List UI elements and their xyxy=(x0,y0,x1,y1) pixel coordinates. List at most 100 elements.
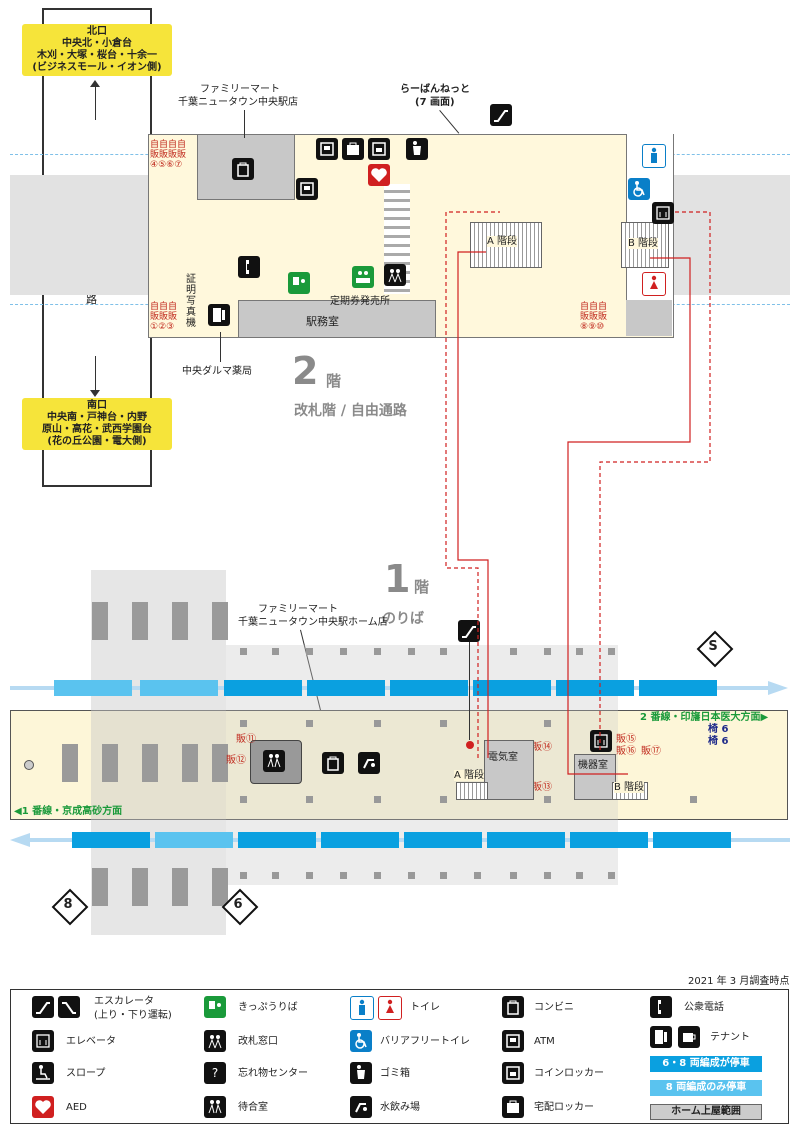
stairs-a-1f-label: A 階段 xyxy=(454,770,485,781)
lost-found-icon: ? xyxy=(204,1062,226,1084)
legend-escalator: エスカレータ xyxy=(94,996,154,1007)
vending-label: 販販販 xyxy=(150,312,178,322)
gate-office-icon xyxy=(384,264,406,286)
roof-column xyxy=(374,872,381,879)
vending-15: 販⑮ xyxy=(616,734,636,745)
legend-stop68: 6・8 両編成が停車 xyxy=(650,1056,762,1072)
roof-column xyxy=(306,648,313,655)
vending-nums: ①②③ xyxy=(150,322,175,332)
stop-6-8-car xyxy=(72,832,150,848)
pillar xyxy=(182,744,198,782)
survey-date: 2021 年 3 月調査時点 xyxy=(688,976,790,987)
track-2-label: 2 番線・印旛日本医大方面▶ xyxy=(640,712,769,723)
south-arrow xyxy=(95,356,96,392)
legend-elevator: エレベータ xyxy=(66,1036,116,1047)
pharmacy-leader xyxy=(220,332,221,362)
roof-column xyxy=(474,872,481,879)
roof-column xyxy=(374,720,381,727)
atm-icon xyxy=(316,138,338,160)
floor1-unit: 階 xyxy=(414,578,430,596)
pillar xyxy=(102,744,118,782)
station-office-room xyxy=(238,300,436,338)
floor2-unit: 階 xyxy=(326,372,342,390)
stop-6-8-car xyxy=(570,832,648,848)
stop-6-8-car xyxy=(307,680,385,696)
car-marker-6-label: 6 xyxy=(233,897,243,912)
coin-locker-icon xyxy=(502,1062,524,1084)
south-exit-line: 原山・高花・武西学園台 xyxy=(42,424,152,435)
gate-office-icon xyxy=(204,1030,226,1052)
convenience-store-icon xyxy=(322,752,344,774)
vending-2f-left-top: 自自自自 販販販販 ④⑤⑥⑦ xyxy=(150,140,186,170)
coin-locker-icon xyxy=(368,138,390,160)
pillar xyxy=(172,868,188,906)
elevator-icon xyxy=(590,730,612,752)
legend-aed: AED xyxy=(66,1102,87,1113)
family-mart-2f-branch: 千葉ニュータウン中央駅店 xyxy=(178,97,298,108)
station-office-label: 駅務室 xyxy=(306,315,339,328)
north-arrow xyxy=(95,84,96,120)
vending-2f-left-bottom: 自自自 販販販 ①②③ xyxy=(150,302,177,332)
pillar xyxy=(132,602,148,640)
aed-icon xyxy=(368,164,390,186)
roof-column xyxy=(272,648,279,655)
pharmacy-label: 中央ダルマ薬局 xyxy=(182,366,252,377)
roof-column xyxy=(340,872,347,879)
roof-column xyxy=(408,872,415,879)
pillar xyxy=(62,744,78,782)
vending-2f-right: 自自自 販販販 ⑧⑨⑩ xyxy=(580,302,607,332)
toilet-male-icon xyxy=(350,996,374,1020)
bench-count: 椅 6 xyxy=(708,724,729,735)
vending-14: 販⑭ xyxy=(532,742,552,753)
legend-gate: 改札窓口 xyxy=(238,1036,278,1047)
vending-13: 販⑬ xyxy=(532,782,552,793)
stop-6-8-car xyxy=(473,680,551,696)
toilet-female-icon xyxy=(642,272,666,296)
legend-trash: ゴミ箱 xyxy=(380,1068,410,1079)
roof-column xyxy=(306,720,313,727)
ticket-machine-icon xyxy=(288,272,310,294)
legend-box xyxy=(10,989,789,1124)
stairs-b-1f-label: B 階段 xyxy=(614,782,645,793)
roof-column xyxy=(306,796,313,803)
legend-bf-toilet: バリアフリートイレ xyxy=(380,1036,470,1047)
stop-6-8-car xyxy=(556,680,634,696)
elevator-icon xyxy=(652,202,674,224)
roof-column xyxy=(440,720,447,727)
convenience-store-icon xyxy=(232,158,254,180)
convenience-store-icon xyxy=(502,996,524,1018)
north-exit-line: 中央北・小倉台 xyxy=(62,38,132,49)
legend-waiting: 待合室 xyxy=(238,1102,268,1113)
roof-column xyxy=(510,648,517,655)
stop-8-car xyxy=(54,680,132,696)
ramen-net-screens: (7 画面) xyxy=(415,97,455,108)
roof-column xyxy=(374,796,381,803)
public-phone-icon xyxy=(238,256,260,278)
legend-stop8: 8 両編成のみ停車 xyxy=(650,1080,762,1096)
north-exit-line: 木刈・大塚・桜台・十余一 xyxy=(37,50,157,61)
pillar xyxy=(212,744,228,782)
stop-6-8-car xyxy=(224,680,302,696)
family-mart-1f-name: ファミリーマート xyxy=(258,604,338,615)
floor2-number: 2 xyxy=(292,349,319,393)
pillar xyxy=(172,602,188,640)
barrier-free-toilet-icon xyxy=(350,1030,372,1052)
roof-column xyxy=(240,720,247,727)
stop-6-8-car xyxy=(238,832,316,848)
trash-icon xyxy=(350,1062,372,1084)
family-mart-2f-name: ファミリーマート xyxy=(200,84,280,95)
delivery-locker-icon xyxy=(502,1096,524,1118)
south-exit-info: 南口 中央南・戸神台・内野 原山・高花・武西学園台 (花の丘公園・電大側) xyxy=(22,398,172,450)
vending-label: 販販販 xyxy=(580,312,608,322)
legend-toilet: トイレ xyxy=(410,1002,440,1013)
escalator-icon xyxy=(458,620,480,642)
pillar xyxy=(92,868,108,906)
platform-end-marker xyxy=(24,760,34,770)
legend-slope: スロープ xyxy=(66,1068,106,1079)
atm-icon xyxy=(502,1030,524,1052)
delivery-locker-icon xyxy=(342,138,364,160)
legend-water: 水飲み場 xyxy=(380,1102,420,1113)
pillar xyxy=(92,602,108,640)
vending-nums: ④⑤⑥⑦ xyxy=(150,160,183,170)
legend-delivery-locker: 宅配ロッカー xyxy=(534,1102,594,1113)
